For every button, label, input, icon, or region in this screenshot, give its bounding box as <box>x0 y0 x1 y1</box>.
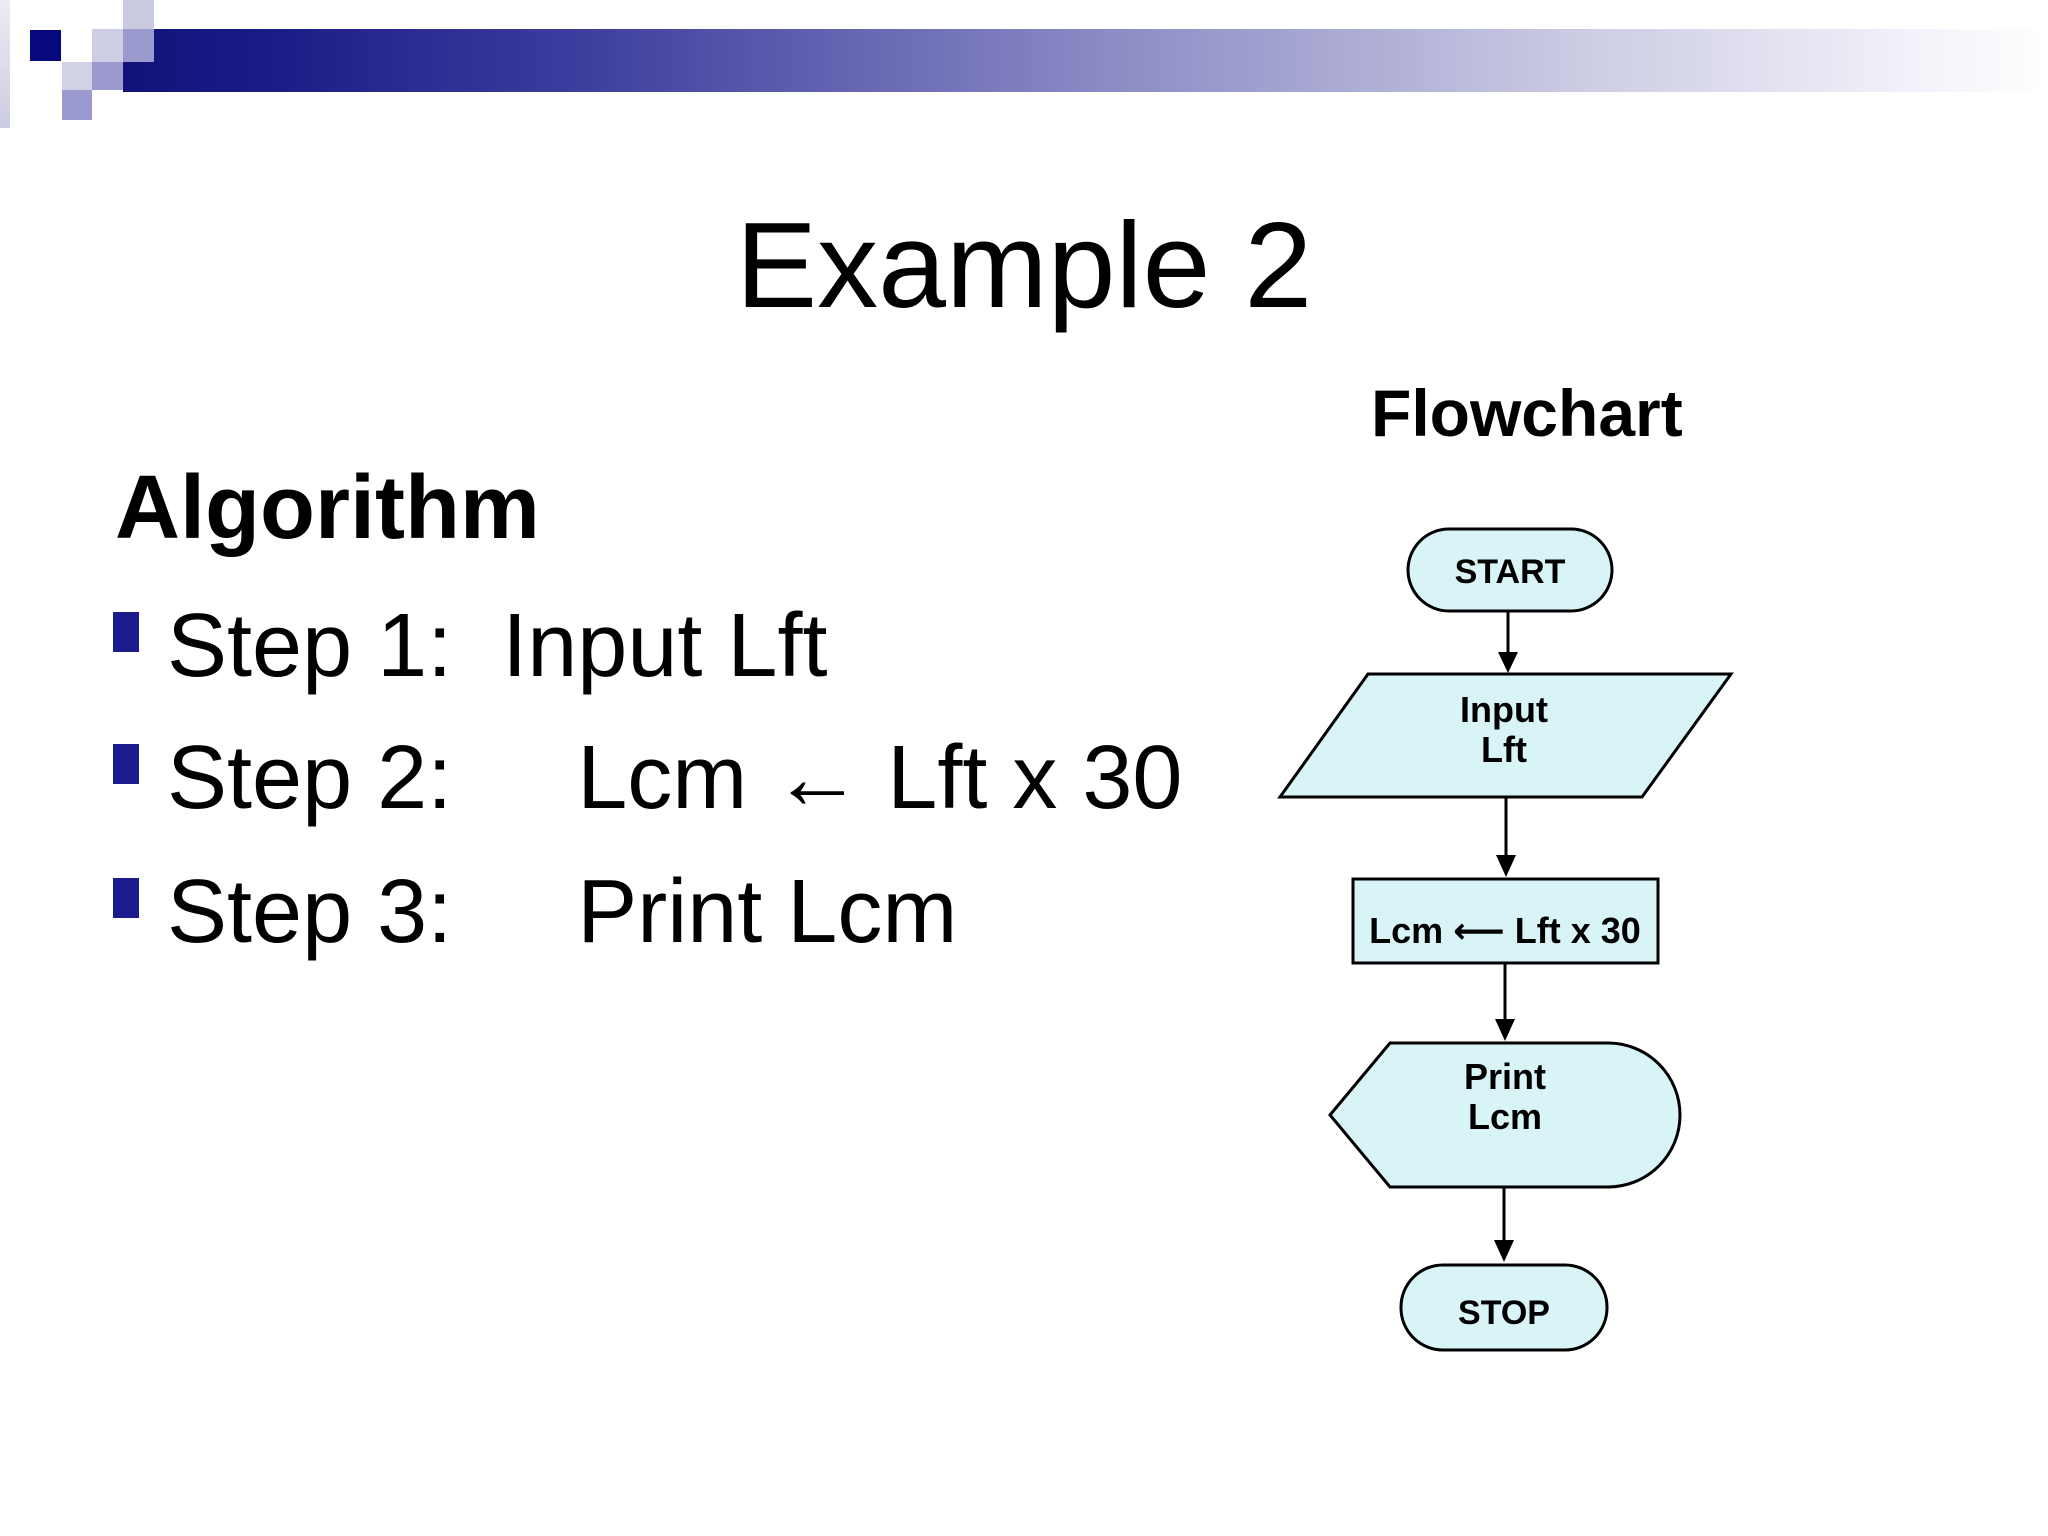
start-node <box>1406 527 1614 613</box>
process-node <box>1351 877 1660 965</box>
stop-node <box>1399 1263 1609 1352</box>
stop-node-label: STOP <box>1458 1294 1550 1332</box>
flow-arrow <box>1496 797 1516 877</box>
step-text: Step 1: Input Lft <box>167 596 828 696</box>
bullet-square-icon <box>113 612 139 652</box>
algorithm-step-2: Step 2: Lcm ← Lft x 30 <box>113 733 1182 823</box>
deco-square <box>62 62 92 90</box>
input-parallelogram-node <box>1277 672 1734 799</box>
algorithm-step-1: Step 1: Input Lft <box>113 601 827 691</box>
algorithm-step-3: Step 3: Print Lcm <box>113 867 957 957</box>
algorithm-heading: Algorithm <box>115 458 540 558</box>
output-node-label-line2: Lcm <box>1468 1096 1542 1137</box>
flow-arrow <box>1495 963 1515 1041</box>
deco-square <box>123 0 154 29</box>
bullet-square-icon <box>113 744 139 784</box>
flow-arrow <box>1494 1187 1514 1262</box>
output-display-node <box>1328 1041 1682 1189</box>
flowchart-heading: Flowchart <box>1371 376 1683 450</box>
input-node-label-line2: Lft <box>1481 729 1527 770</box>
flow-arrow <box>1498 611 1518 673</box>
slide-title: Example 2 <box>735 197 1313 333</box>
deco-left-strip <box>0 0 10 128</box>
deco-square <box>123 29 154 62</box>
deco-square-navy <box>30 30 61 61</box>
step-text: Step 2: Lcm ← Lft x 30 <box>167 728 1183 828</box>
deco-square <box>62 90 92 120</box>
bullet-square-icon <box>113 878 139 918</box>
step-text: Step 3: Print Lcm <box>167 862 958 962</box>
flowchart-diagram: START Input Lft Lcm ⟵ Lft x 30 Print Lcm <box>1277 527 1734 1352</box>
process-node-label: Lcm ⟵ Lft x 30 <box>1369 910 1641 951</box>
input-node-label-line1: Input <box>1460 689 1548 730</box>
deco-square <box>92 29 123 62</box>
deco-square <box>92 62 123 90</box>
banner-gradient-bar <box>123 29 2048 92</box>
output-node-label-line1: Print <box>1464 1056 1546 1097</box>
start-node-label: START <box>1455 553 1566 591</box>
